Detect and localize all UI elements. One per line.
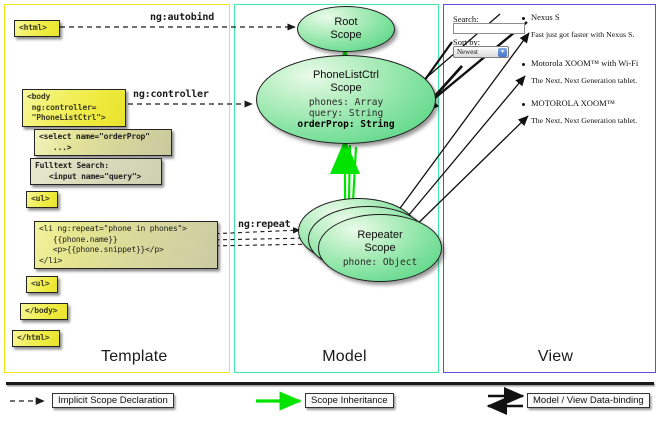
scope-phonelistctrl: PhoneListCtrl Scope phones: Array query:… <box>256 55 436 144</box>
code-node-fulltext-search: Fulltext Search: <input name="query"> <box>30 158 162 185</box>
chevron-down-icon: ▾ <box>498 48 507 57</box>
view-search-label: Search: <box>453 14 479 24</box>
list-bullet <box>522 63 525 66</box>
legend-implicit-scope-declaration: Implicit Scope Declaration <box>52 393 174 408</box>
view-phone-snippet: Fast just got faster with Nexus S. <box>531 30 635 39</box>
view-sort-selected-value: Newest <box>457 48 478 56</box>
code-node-select: <select name="orderProp" ...> <box>34 129 172 156</box>
view-phone-name: Motorola XOOM™ with Wi-Fi <box>531 58 639 68</box>
panel-title-model: Model <box>322 348 367 365</box>
code-node-ul-close: <ul> <box>26 276 58 293</box>
code-node-li-repeat: <li ng:repeat="phone in phones"> {{phone… <box>34 221 218 269</box>
scope-repeater-title: Repeater Scope <box>357 228 403 254</box>
scope-phonelistctrl-props-plain: phones: Array query: String <box>308 97 384 119</box>
scope-root: Root Scope <box>297 6 395 52</box>
code-node-html-open: <html> <box>14 20 60 37</box>
label-ng-controller: ng:controller <box>133 89 209 100</box>
code-node-body-open: <body ng:controller= "PhoneListCtrl"> <box>22 89 126 127</box>
view-sort-select[interactable]: Newest ▾ <box>453 46 509 58</box>
view-phone-snippet: The Next, Next Generation tablet. <box>531 76 638 85</box>
view-phone-snippet: The Next, Next Generation tablet. <box>531 116 638 125</box>
legend-model-view-data-binding: Model / View Data-binding <box>527 393 650 408</box>
panel-title-template: Template <box>101 348 168 365</box>
view-phone-name: Nexus S <box>531 12 560 22</box>
code-node-body-close: </body> <box>20 303 68 320</box>
view-search-input[interactable] <box>453 23 525 34</box>
view-sort-label: Sort by: <box>453 37 481 47</box>
code-node-html-close: </html> <box>12 330 60 347</box>
panel-title-view: View <box>537 348 574 365</box>
legend-divider <box>6 382 654 385</box>
label-ng-autobind: ng:autobind <box>150 12 215 23</box>
scope-repeater-props: phone: Object <box>342 256 418 268</box>
list-bullet <box>522 17 525 20</box>
legend-scope-inheritance: Scope Inheritance <box>305 393 394 408</box>
code-node-ul-open: <ul> <box>26 191 58 208</box>
list-bullet <box>522 103 525 106</box>
view-phone-name: MOTOROLA XOOM™ <box>531 98 615 108</box>
label-ng-repeat: ng:repeat <box>238 219 291 230</box>
scope-repeater: Repeater Scope phone: Object <box>318 214 442 282</box>
scope-root-title: Root Scope <box>330 16 362 41</box>
scope-phonelistctrl-props-bold: orderProp: String <box>297 119 395 130</box>
scope-phonelistctrl-title: PhoneListCtrl Scope <box>312 69 380 94</box>
